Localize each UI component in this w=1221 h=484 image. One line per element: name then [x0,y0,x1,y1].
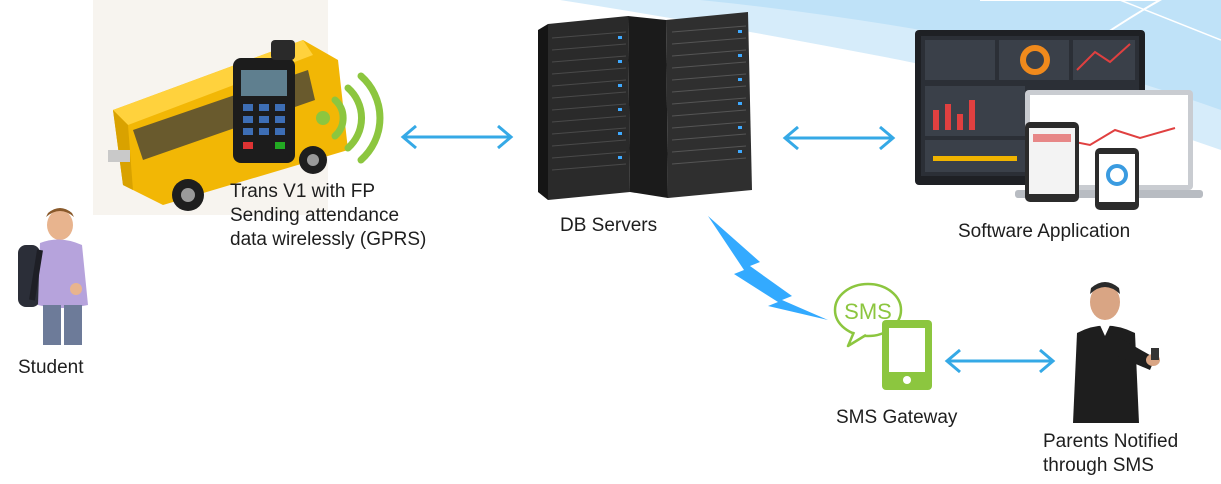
software-label: Software Application [958,221,1131,242]
bus-label-line-1: Trans V1 with FP [230,181,376,202]
sms-bubble-text: SMS [844,299,892,324]
student-figure-icon [18,208,88,345]
bus-label: Trans V1 with FP Sending attendance data… [230,180,426,252]
db-software-arrow-icon [782,125,896,151]
bus-label-line-3: data wirelessly (GPRS) [230,229,427,250]
sms-gateway-label: SMS Gateway [836,407,958,428]
sms-phone-icon: SMS [833,282,932,390]
parents-label-line-2: through SMS [1043,455,1154,476]
db-label: DB Servers [560,215,658,236]
wireless-bolt-icon [708,216,828,320]
sms-parents-arrow-icon [944,348,1056,374]
school-bus-icon [93,0,384,215]
parents-label: Parents Notified through SMS [1043,430,1178,478]
dashboard-devices-icon [915,30,1203,210]
student-label: Student [18,357,84,378]
server-rack-icon [538,12,752,200]
bus-db-arrow-icon [400,124,514,150]
bus-label-line-2: Sending attendance [230,205,400,226]
parents-label-line-1: Parents Notified [1043,431,1179,452]
parent-with-phone-icon [1073,282,1160,423]
